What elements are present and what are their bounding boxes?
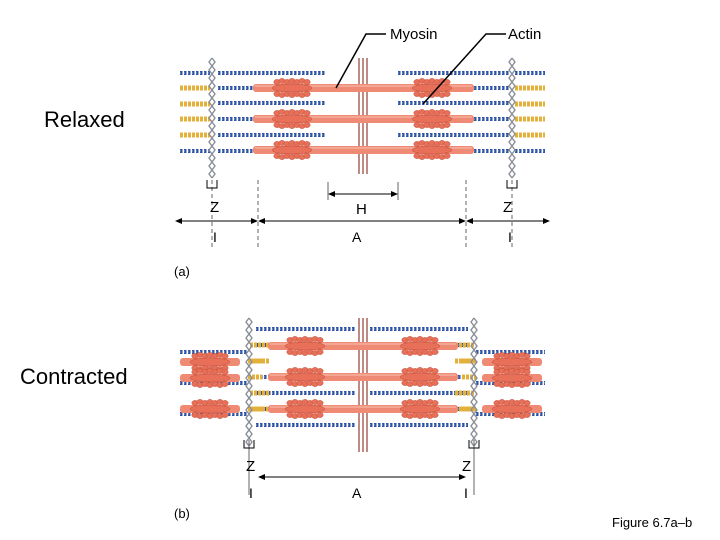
myosin-head [221,369,229,375]
myosin-head [316,337,324,343]
myosin-head-cluster [271,114,313,124]
myosin-head [303,153,311,159]
figure-caption: Figure 6.7a–b [612,515,693,530]
relaxed-z-right-label: Z [503,199,513,216]
myosin-head-cluster [491,373,533,383]
myosin-head [443,122,451,128]
arrowhead [459,474,466,480]
myosin-head [523,412,531,418]
myosin-head-cluster [189,357,231,367]
arrowhead [328,191,335,197]
relaxed-i-left-label: I [213,229,217,245]
myosin-head-cluster [491,404,533,414]
z-bracket [468,440,480,449]
myosin-head [523,369,531,375]
contracted-z-right-label: Z [462,458,472,475]
myosin-head [316,349,324,355]
contracted-label: Contracted [20,364,128,389]
myosin-head [431,368,439,374]
myosin-head [303,91,311,97]
z-bracket [506,180,518,189]
myosin-pointer [335,33,386,89]
myosin-head [316,380,324,386]
myosin-head-cluster [399,404,441,414]
myosin-head [431,412,439,418]
myosin-head-cluster [284,372,326,382]
myosin-head [303,79,311,85]
myosin-head [523,381,531,387]
relaxed-sarcomere [175,57,550,250]
panel-a-label: (a) [174,264,190,279]
arrowhead [543,218,550,224]
myosin-head-cluster [411,83,453,93]
myosin-label: Myosin [390,26,438,43]
myosin-head [303,141,311,147]
z-disc [211,57,216,179]
z-disc [511,57,516,179]
myosin-head [316,412,324,418]
myosin-head [443,141,451,147]
contracted-i-left-label: I [249,485,253,501]
myosin-head-cluster [284,404,326,414]
myosin-head [431,400,439,406]
myosin-head-cluster [411,114,453,124]
arrowhead [175,218,182,224]
z-disc [508,57,513,179]
myosin-head [316,400,324,406]
arrowhead [459,218,466,224]
relaxed-i-right-label: I [508,229,512,245]
myosin-head [523,353,531,359]
z-bracket [243,440,255,449]
myosin-head [443,110,451,116]
contracted-sarcomere [180,317,545,495]
z-disc [473,317,478,447]
myosin-head [221,353,229,359]
z-disc [248,317,253,447]
myosin-head [303,122,311,128]
myosin-head-cluster [189,373,231,383]
arrowhead [258,474,265,480]
myosin-head [523,400,531,406]
relaxed-h-label: H [356,201,367,218]
z-bracket [206,180,218,189]
myosin-head [221,412,229,418]
myosin-head-cluster [189,404,231,414]
contracted-a-label: A [352,485,362,501]
z-disc [208,57,213,179]
myosin-head-cluster [271,145,313,155]
myosin-head [431,380,439,386]
myosin-head [443,91,451,97]
myosin-head-cluster [411,145,453,155]
myosin-head [431,337,439,343]
myosin-head [221,400,229,406]
panel-b-label: (b) [174,506,190,521]
arrowhead [391,191,398,197]
myosin-head-cluster [399,341,441,351]
arrowhead [251,218,258,224]
contracted-z-left-label: Z [246,458,256,475]
myosin-head [443,153,451,159]
arrowhead [466,218,473,224]
contracted-i-right-label: I [464,485,468,501]
myosin-head-cluster [271,83,313,93]
myosin-head-cluster [399,372,441,382]
arrowhead [258,218,265,224]
myosin-head-cluster [284,341,326,351]
myosin-head-cluster [491,357,533,367]
myosin-head [431,349,439,355]
relaxed-z-left-label: Z [210,199,220,216]
annotation-lines [335,33,506,105]
relaxed-label: Relaxed [44,107,125,132]
myosin-head [316,368,324,374]
myosin-head [303,110,311,116]
relaxed-a-label: A [352,229,362,245]
actin-pointer [422,33,506,105]
actin-label: Actin [508,26,542,43]
myosin-head [221,381,229,387]
